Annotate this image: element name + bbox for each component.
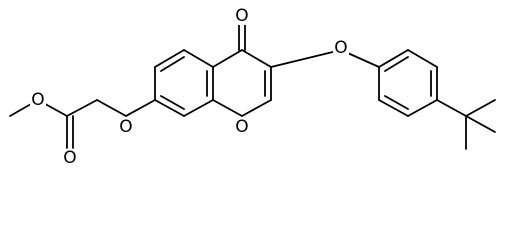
phenyl-ring-bond-5 [378,99,409,117]
tert-butyl-link-bond [436,99,467,117]
aryl-ring-bond-6 [154,99,185,117]
ring-oxygen-atom: O [234,117,250,137]
aryl-ring-inner-bond-3 [160,95,185,110]
tert-butyl-methyl-bond-1 [465,99,496,117]
aryl-ring-bond-2 [154,49,185,68]
ester-to-methylene-bond [66,99,98,117]
aryl-ether-oxygen-label: O [334,38,347,58]
pyranone-bond-4 [241,99,272,117]
atom-label-layer: O O O O O O [30,6,349,168]
molecule-structure-diagram: O O O O O O [9,6,496,168]
pyranone-bond-5 [212,99,243,117]
aryl-ring-bond-3 [183,49,214,68]
phenol-ether-oxygen-label: O [119,117,132,137]
ester-carbonyl-oxygen-atom: O [62,148,78,168]
phenol-ether-oxygen-atom: O [118,117,134,137]
aryl-ether-oxygen-atom: O [333,38,349,58]
pyranone-to-ether-oxygen-bond [270,49,342,68]
methylene-to-ether-oxygen-bond [96,99,127,117]
ketone-oxygen-atom: O [234,6,250,26]
phenyl-ring-bond-2 [407,49,438,68]
phenyl-ring-inner-bond-3 [384,95,409,110]
pyranone-bond-2 [241,49,272,68]
ring-oxygen-label: O [235,117,248,137]
bond-layer [9,17,496,150]
ether-oxygen-to-aryl-bond [125,99,156,117]
pyranone-bond-1 [212,49,243,68]
phenyl-ring-bond-4 [407,99,438,117]
phenyl-ring-bond-1 [378,49,409,68]
ester-methoxy-oxygen-label: O [31,90,44,110]
aryl-ring-bond-5 [183,99,214,117]
aryl-ring-inner-bond-1 [160,56,185,72]
ester-methoxy-oxygen-atom: O [30,90,46,110]
ketone-oxygen-label: O [235,6,248,26]
ester-carbonyl-oxygen-label: O [63,148,76,168]
tert-butyl-methyl-bond-2 [465,115,496,133]
phenyl-ring-inner-bond-1 [384,56,409,72]
